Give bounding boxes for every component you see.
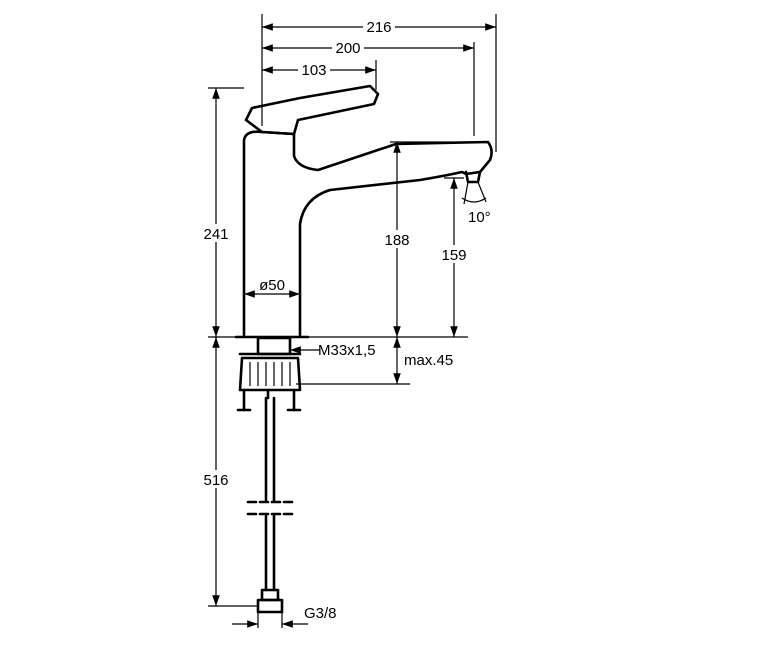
label-thread: M33x1,5 <box>318 342 376 359</box>
nut-ribs <box>249 362 291 386</box>
label-241: 241 <box>203 226 228 243</box>
dimension-labels: 216 200 103 241 188 159 ø50 M33x1,5 max.… <box>198 17 491 622</box>
label-max45: max.45 <box>404 352 453 369</box>
label-g38: G3/8 <box>304 605 337 622</box>
extension-lines <box>208 14 497 628</box>
angle-arc <box>461 197 487 203</box>
label-200: 200 <box>335 40 360 57</box>
label-diameter: ø50 <box>259 277 285 294</box>
label-216: 216 <box>366 19 391 36</box>
hose-nut <box>260 588 280 602</box>
label-angle: 10° <box>468 209 491 226</box>
dimension-lines <box>212 23 496 628</box>
g38-connector <box>256 598 284 614</box>
label-103: 103 <box>301 62 326 79</box>
lever-handle <box>244 84 380 136</box>
aerator <box>464 170 482 184</box>
label-159: 159 <box>441 247 466 264</box>
label-516: 516 <box>203 472 228 489</box>
mounting-nut <box>238 356 302 392</box>
faucet-body <box>234 84 493 339</box>
spout <box>242 130 493 337</box>
supply-hose <box>246 396 294 614</box>
label-188: 188 <box>384 232 409 249</box>
mounting-assembly <box>236 336 302 412</box>
thread-shank <box>256 336 292 356</box>
